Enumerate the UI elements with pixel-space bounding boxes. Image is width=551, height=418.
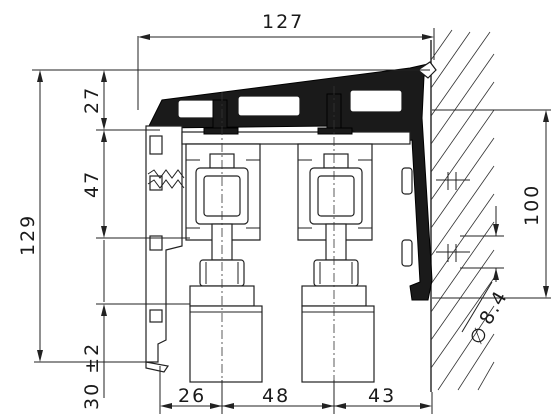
- dim-label-right-height: 100: [521, 184, 543, 226]
- wall-anchors: [401, 167, 470, 267]
- dimension-hole-diameter: ∅ 8.4: [460, 206, 512, 349]
- dim-label-gap-left: 26: [178, 385, 206, 407]
- dim-label-top-height: 27: [81, 86, 103, 114]
- wall: [430, 29, 495, 392]
- dim-label-total-width: 127: [262, 11, 304, 33]
- dim-label-total-height: 129: [17, 214, 39, 256]
- dimension-total-width: 127: [137, 11, 435, 110]
- spring-screw: [147, 169, 185, 189]
- wall-hatching: [430, 29, 495, 391]
- trolley-right: [301, 153, 375, 383]
- center-lines: [221, 86, 335, 398]
- dim-label-gap-right: 43: [368, 385, 396, 407]
- dimension-right-height: 100: [432, 109, 551, 299]
- dim-label-hole-diameter: 8.4: [475, 286, 512, 328]
- dim-label-mid-height: 47: [81, 170, 103, 198]
- dimension-bottom-chain: 26 48 43: [159, 366, 433, 414]
- dimension-left-chain: 27 47 129 30 ±2: [17, 69, 430, 410]
- dim-label-bottom-offset: 30 ±2: [81, 342, 103, 410]
- side-rail: [145, 125, 183, 373]
- dim-label-gap-middle: 48: [262, 385, 290, 407]
- mounting-bolts: [203, 93, 353, 135]
